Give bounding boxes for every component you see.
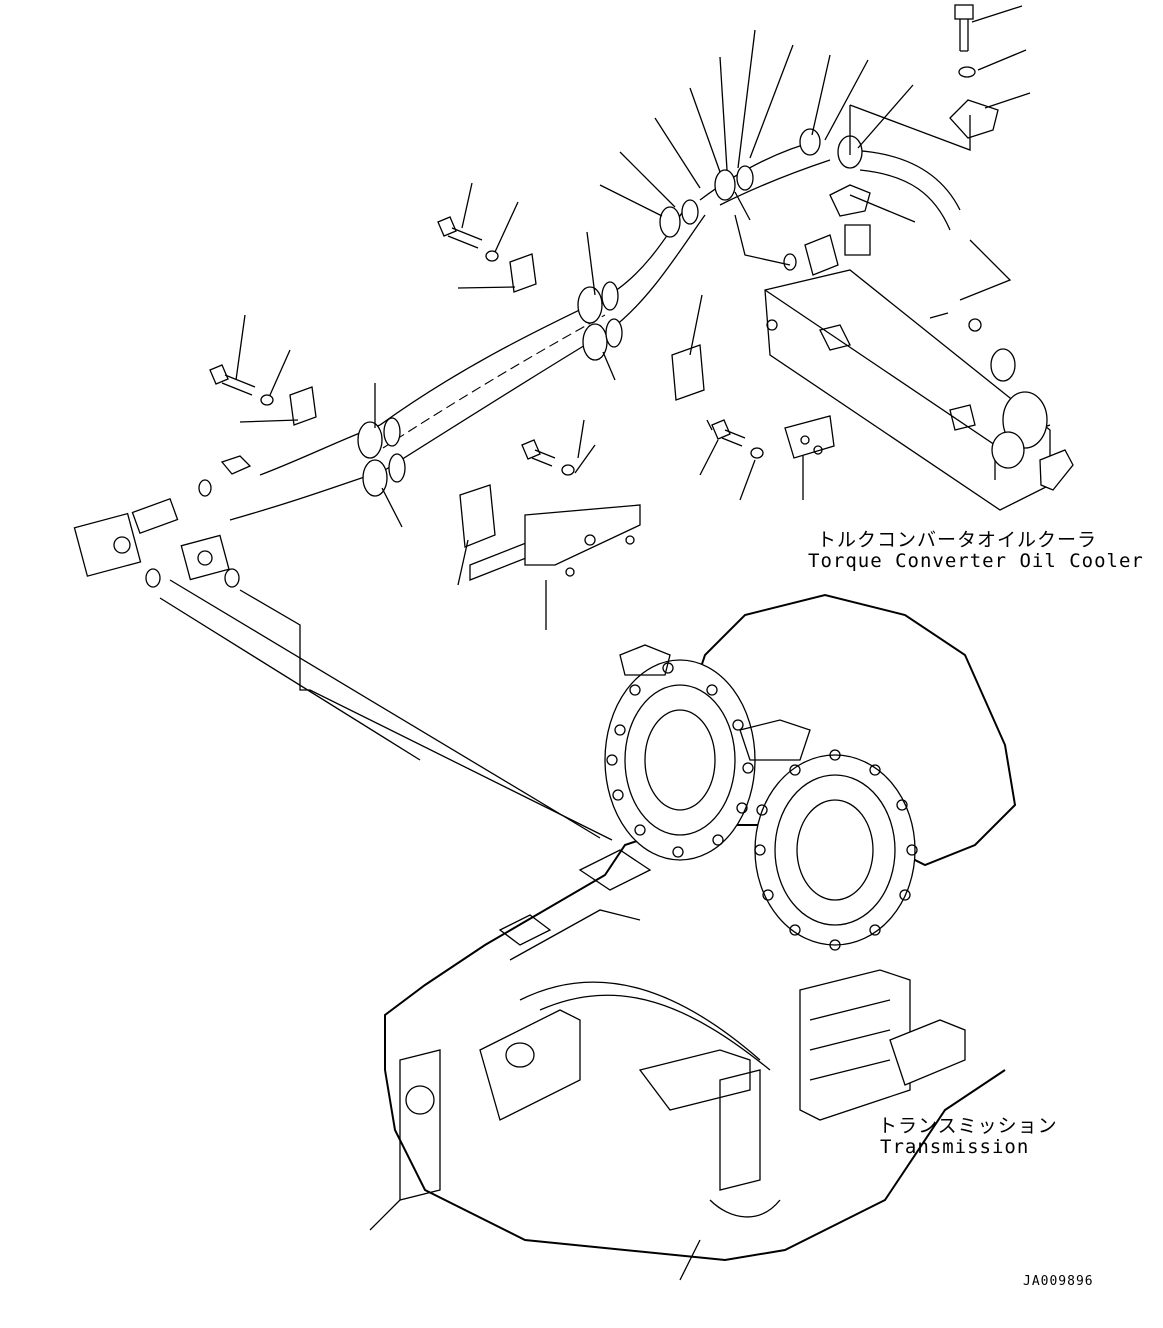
bolts-left xyxy=(209,216,537,426)
hose-clamps xyxy=(357,128,863,497)
drawing-code: JA009896 xyxy=(1023,1274,1094,1289)
bolts-top-right xyxy=(829,4,999,256)
leader-lines xyxy=(235,5,1031,630)
brackets-middle xyxy=(459,344,835,581)
transmission-label-en: Transmission xyxy=(880,1136,1030,1158)
left-fittings xyxy=(73,455,252,588)
transmission xyxy=(369,593,1017,1281)
cooler-label-jp: トルクコンバータオイルクーラ xyxy=(817,529,1098,551)
routing-lines xyxy=(159,579,613,841)
transmission-label-jp: トランスミッション xyxy=(878,1115,1058,1137)
cooler-label-en: Torque Converter Oil Cooler xyxy=(808,550,1144,572)
oil-cooler xyxy=(734,104,1074,511)
